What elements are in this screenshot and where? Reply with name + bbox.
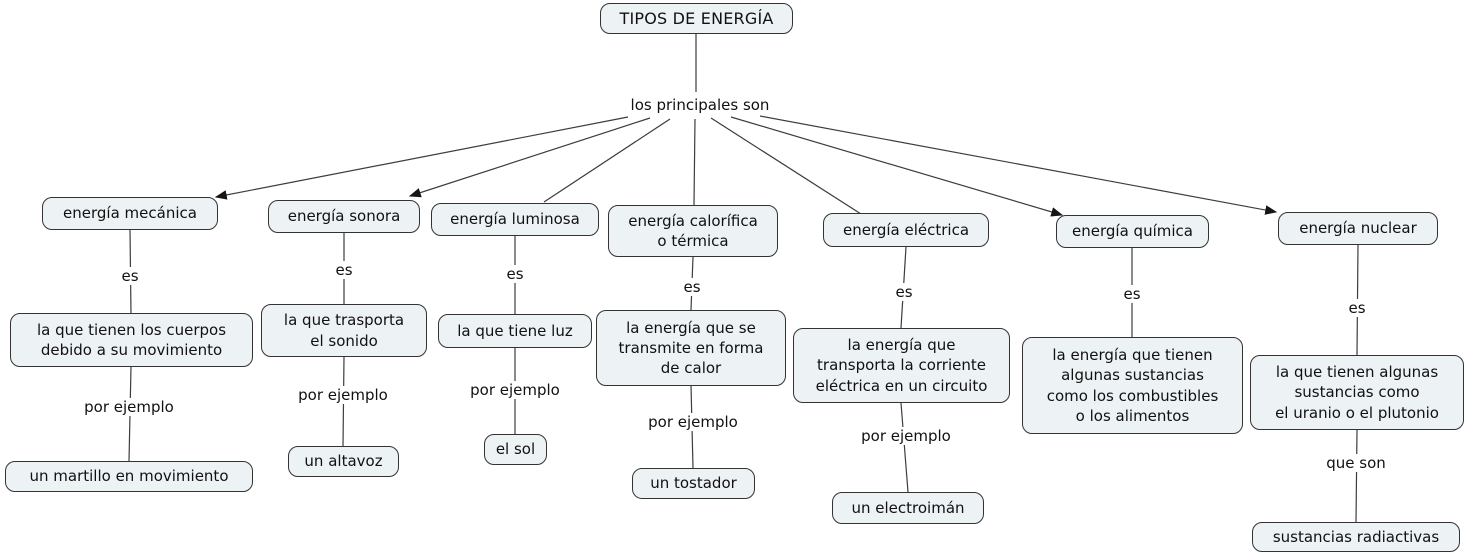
node-sonora-definition[interactable]: la que trasporta el sonido xyxy=(261,304,427,357)
linker-sonora-es[interactable]: es xyxy=(333,261,355,279)
node-energia-calorifica[interactable]: energía calorífica o térmica xyxy=(608,205,778,257)
node-energia-mecanica[interactable]: energía mecánica xyxy=(42,197,218,230)
link-root-to-nuclear xyxy=(759,115,1278,215)
linker-luminosa-por-ejemplo[interactable]: por ejemplo xyxy=(468,381,562,399)
link-root-to-sonora xyxy=(408,117,651,198)
linker-mecanica-es[interactable]: es xyxy=(119,267,141,285)
node-electrica-example[interactable]: un electroimán xyxy=(832,492,984,524)
linker-nuclear-es[interactable]: es xyxy=(1346,299,1368,317)
linker-calorifica-es[interactable]: es xyxy=(681,278,703,296)
link-electrica-ejemplo xyxy=(900,402,909,493)
node-energia-sonora[interactable]: energía sonora xyxy=(268,200,420,233)
node-electrica-definition[interactable]: la energía que transporta la corriente e… xyxy=(793,328,1010,403)
node-luminosa-example[interactable]: el sol xyxy=(484,434,547,465)
node-mecanica-example[interactable]: un martillo en movimiento xyxy=(5,461,253,492)
linker-luminosa-es[interactable]: es xyxy=(504,265,526,283)
link-nuclear-queson xyxy=(1355,429,1358,523)
node-calorifica-definition[interactable]: la energía que se transmite en forma de … xyxy=(596,310,786,386)
node-luminosa-definition[interactable]: la que tiene luz xyxy=(438,314,592,348)
link-root-to-electrica xyxy=(710,117,862,215)
linker-nuclear-que-son[interactable]: que son xyxy=(1324,454,1388,472)
node-tipos-de-energia[interactable]: TIPOS DE ENERGÍA xyxy=(600,3,793,34)
node-energia-luminosa[interactable]: energía luminosa xyxy=(431,203,599,236)
node-sonora-example[interactable]: un altavoz xyxy=(288,446,399,477)
linker-los-principales-son[interactable]: los principales son xyxy=(628,96,772,114)
node-energia-nuclear[interactable]: energía nuclear xyxy=(1278,212,1438,245)
linker-mecanica-por-ejemplo[interactable]: por ejemplo xyxy=(82,398,176,416)
link-root-to-mecanica xyxy=(214,116,629,200)
linker-sonora-por-ejemplo[interactable]: por ejemplo xyxy=(296,386,390,404)
node-energia-quimica[interactable]: energía química xyxy=(1056,215,1209,248)
link-root-to-calorifica xyxy=(693,118,696,206)
link-root-to-quimica xyxy=(730,116,1064,217)
node-energia-electrica[interactable]: energía eléctrica xyxy=(823,213,989,247)
linker-electrica-es[interactable]: es xyxy=(893,283,915,301)
node-calorifica-example[interactable]: un tostador xyxy=(632,468,755,499)
node-nuclear-definition[interactable]: la que tienen algunas sustancias como el… xyxy=(1250,355,1464,430)
linker-electrica-por-ejemplo[interactable]: por ejemplo xyxy=(859,427,953,445)
node-nuclear-example[interactable]: sustancias radiactivas xyxy=(1252,522,1460,552)
node-quimica-definition[interactable]: la energía que tienen algunas sustancias… xyxy=(1022,337,1243,434)
link-root-to-luminosa xyxy=(543,118,671,203)
node-mecanica-definition[interactable]: la que tienen los cuerpos debido a su mo… xyxy=(10,313,253,367)
linker-quimica-es[interactable]: es xyxy=(1121,285,1143,303)
linker-calorifica-por-ejemplo[interactable]: por ejemplo xyxy=(646,413,740,431)
